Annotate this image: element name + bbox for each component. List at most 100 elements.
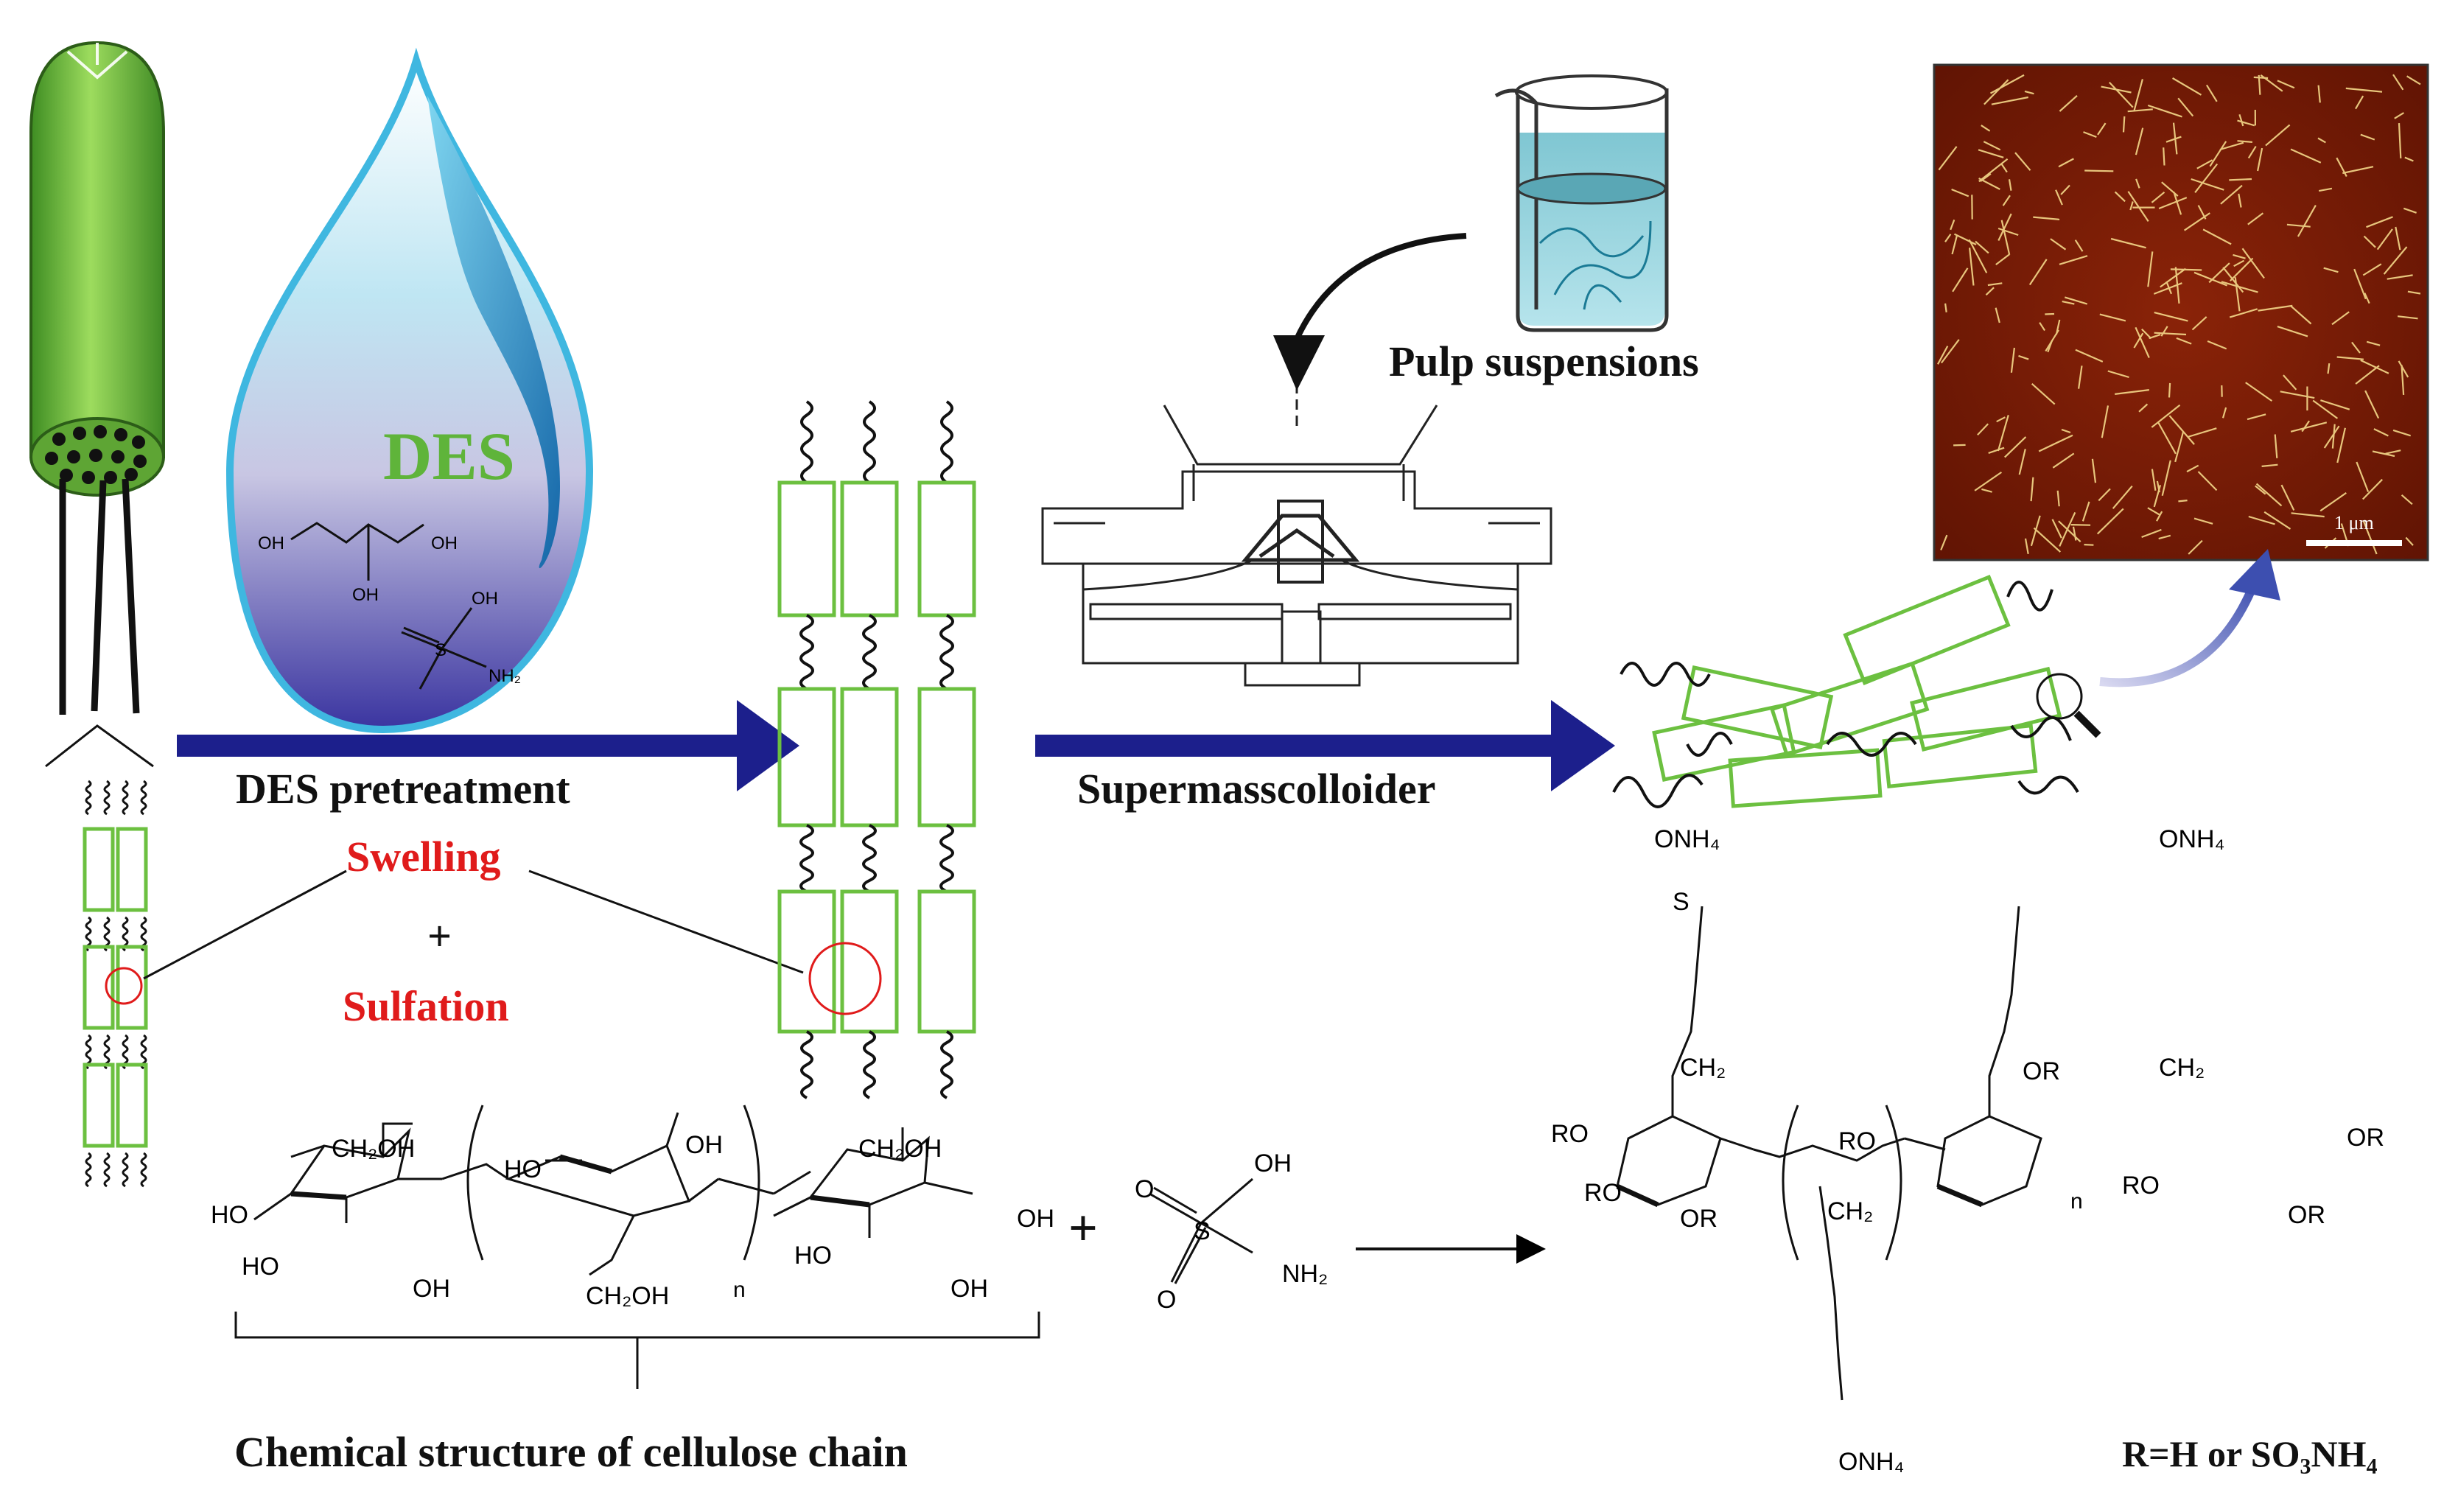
reagent-oh: OH — [1254, 1149, 1292, 1177]
zoom-line-right — [529, 871, 803, 973]
swelling-label: Swelling — [346, 833, 501, 881]
ch2-left: CH₂ — [1680, 1054, 1726, 1082]
crystalline-segment — [842, 689, 897, 825]
zoom-line-left — [144, 871, 346, 979]
amorphous-chain — [864, 825, 875, 892]
onh4-bottom: ONH₄ — [1838, 1448, 1904, 1476]
or-mid: OR — [2023, 1057, 2060, 1085]
afm-fiber — [2084, 171, 2113, 172]
reaction-plus: + — [1068, 1200, 1098, 1257]
left-ring-ho-bottom: HO — [242, 1253, 279, 1281]
crystalline-segment — [842, 483, 897, 615]
afm-fiber — [2123, 116, 2124, 133]
reagent-o-bottom: O — [1157, 1286, 1176, 1314]
right-ring-oh-bottom: OH — [950, 1275, 988, 1303]
amorphous-chain — [942, 1032, 952, 1098]
mid-ring-ho: HO — [504, 1155, 542, 1183]
product-labels: ONH₄ S CH₂ RO RO OR RO OR CH₂ n ONH₄ CH₂… — [1551, 825, 2384, 1476]
bundle-chain — [123, 1153, 127, 1186]
supermasscolloider-grinder — [1043, 383, 1551, 685]
crystalline-segment — [780, 483, 834, 615]
or-right-end: OR — [2347, 1124, 2384, 1152]
amorphous-chain — [864, 1032, 875, 1098]
sulfation-label: Sulfation — [343, 982, 509, 1030]
or-right-bottom: OR — [2288, 1201, 2325, 1229]
afm-fiber — [2163, 147, 2164, 165]
amorphous-chain — [802, 402, 812, 483]
afm-fiber — [2045, 314, 2054, 315]
reagent-nh2: NH₂ — [1282, 1260, 1328, 1288]
r-definition-label: R=H or SO₃NH₄ — [2122, 1433, 2377, 1474]
ro-left-top: RO — [1551, 1120, 1589, 1148]
afm-fiber — [2169, 383, 2170, 398]
bundle-chain — [86, 1153, 91, 1186]
crystalline-segment — [920, 892, 974, 1032]
cellulose-labels: HO HO CH₂OH OH HO OH CH₂OH n CH₂OH HO OH… — [211, 1131, 1098, 1310]
right-ring-oh-end: OH — [1017, 1205, 1054, 1233]
ch2-mid: CH₂ — [1827, 1197, 1873, 1225]
afm-fiber — [1953, 445, 1966, 446]
amorphous-chain — [864, 615, 875, 689]
amorphous-chain — [942, 402, 952, 483]
or-left: OR — [1680, 1205, 1718, 1233]
left-ring-ch2oh: CH₂OH — [332, 1135, 415, 1163]
scale-bar — [2306, 540, 2402, 546]
des-solvent-drop: DES OH OH OH OH NH₂ S — [230, 60, 589, 729]
sulfamic-nh2: NH₂ — [489, 666, 521, 686]
reagent-s: S — [1194, 1217, 1211, 1245]
mid-ring-ch2oh: CH₂OH — [586, 1282, 669, 1310]
glycerol-oh-center: OH — [352, 585, 379, 605]
bundle-chain — [105, 781, 109, 814]
repeat-n-right: n — [2070, 1189, 2083, 1214]
amorphous-chain — [941, 615, 953, 689]
afm-fiber — [2178, 500, 2187, 501]
amorphous-chain — [864, 402, 875, 483]
crystalline-segment — [780, 892, 834, 1032]
bundle-chain — [141, 781, 146, 814]
plant-fiber-illustration — [31, 43, 164, 1186]
crystalline-segment — [842, 892, 897, 1032]
des-pretreatment-label: DES pretreatment — [236, 765, 570, 813]
reagent-o-top: O — [1135, 1175, 1154, 1203]
amorphous-chain — [801, 615, 813, 689]
cnf-network — [1614, 577, 2098, 807]
pulp-suspensions-label: Pulp suspensions — [1389, 337, 1699, 385]
left-ring-ho-top: HO — [211, 1201, 248, 1229]
mid-ring-oh: OH — [685, 1131, 723, 1159]
chemical-structure-caption: Chemical structure of cellulose chain — [234, 1428, 908, 1476]
bundle-chain — [86, 781, 91, 814]
repeat-n-left: n — [733, 1278, 746, 1302]
amorphous-chain — [802, 1032, 812, 1098]
plus-sign: + — [427, 912, 452, 960]
crystalline-segment — [920, 483, 974, 615]
pulp-beaker — [1496, 76, 1667, 330]
sulfation-site-marker — [810, 943, 880, 1014]
bundle-chain — [141, 1153, 146, 1186]
crystalline-segment — [780, 689, 834, 825]
afm-link-arrow — [2100, 582, 2255, 682]
s-left: S — [1673, 888, 1690, 916]
afm-fiber — [2229, 179, 2252, 180]
supermasscolloider-label: Supermasscolloider — [1077, 765, 1436, 813]
onh4-left: ONH₄ — [1654, 825, 1720, 853]
sulfamic-s: S — [435, 640, 447, 660]
feed-arrow — [1297, 236, 1466, 339]
glycerol-oh-left: OH — [258, 533, 284, 553]
amorphous-chain — [941, 825, 953, 892]
ro-mid: RO — [1838, 1127, 1876, 1155]
glycerol-oh-right: OH — [431, 533, 458, 553]
right-ring-ho: HO — [794, 1242, 832, 1270]
amorphous-chain — [801, 825, 813, 892]
left-ring-oh: OH — [413, 1275, 450, 1303]
bundle-chain — [105, 1153, 109, 1186]
ch2-right: CH₂ — [2159, 1054, 2205, 1082]
des-drop-label: DES — [383, 419, 515, 494]
scale-bar-label: 1 μm — [2334, 512, 2374, 533]
sulfamic-oh: OH — [472, 589, 498, 609]
ro-left-bottom: RO — [1584, 1179, 1622, 1207]
crystalline-segment — [920, 689, 974, 825]
afm-image: 1 μm — [1934, 65, 2428, 560]
bundle-chain — [123, 781, 127, 814]
